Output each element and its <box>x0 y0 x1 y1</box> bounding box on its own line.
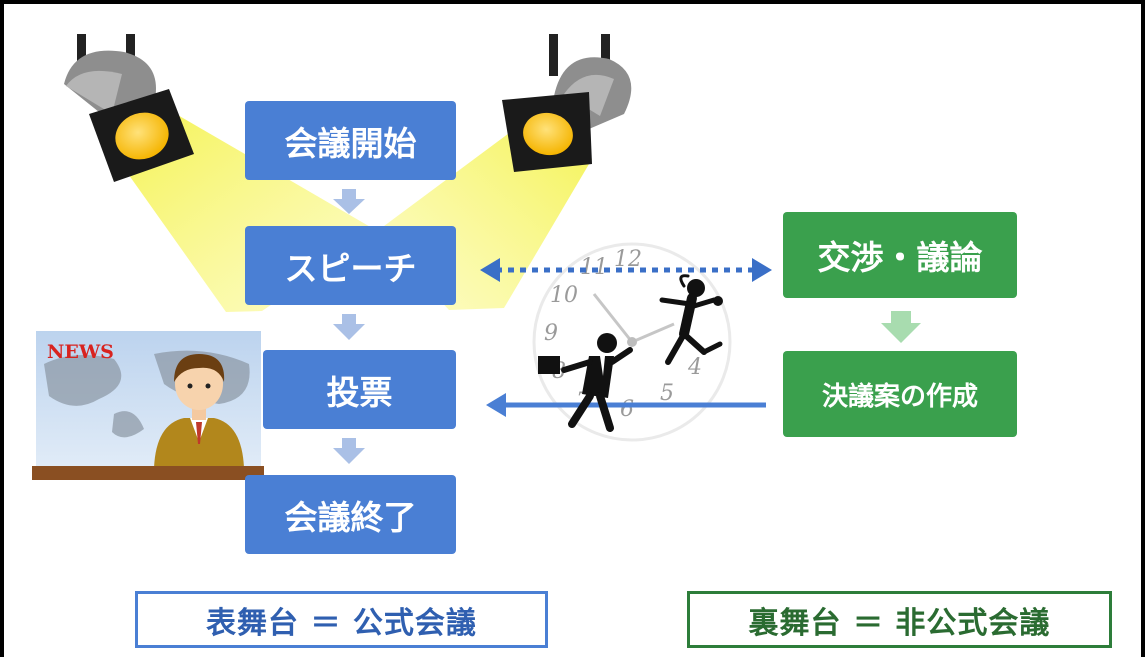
public-flow-arrows <box>333 189 365 464</box>
step-meeting-end: 会議終了 <box>245 475 456 554</box>
svg-text:10: 10 <box>550 283 578 308</box>
private-flow-arrow <box>881 311 921 343</box>
step-negotiation: 交渉・議論 <box>783 212 1017 298</box>
newscaster-icon <box>32 331 264 480</box>
clock-numerals: 12 11 10 9 8 7 6 5 4 <box>544 247 702 422</box>
step-speech: スピーチ <box>245 226 456 305</box>
news-logo: NEWS <box>47 341 114 363</box>
resolution-to-vote-arrow <box>486 393 766 417</box>
spotlight-right-icon <box>502 34 632 172</box>
businessman-running-icon <box>538 333 633 432</box>
legend-public-stage: 表舞台 ＝ 公式会議 <box>135 591 548 648</box>
svg-text:6: 6 <box>620 397 634 422</box>
legend-backstage: 裏舞台 ＝ 非公式会議 <box>687 591 1112 648</box>
spotlight-left-icon <box>64 34 194 182</box>
step-vote: 投票 <box>263 350 456 429</box>
clock-icon <box>532 242 732 442</box>
svg-text:5: 5 <box>660 381 674 406</box>
woman-running-icon <box>659 274 723 365</box>
step-meeting-start: 会議開始 <box>245 101 456 180</box>
negotiation-link-arrow <box>480 258 772 282</box>
diagram-artwork: 12 11 10 9 8 7 6 5 4 <box>32 34 921 480</box>
svg-text:4: 4 <box>687 355 702 380</box>
svg-text:9: 9 <box>544 321 558 346</box>
step-draft-resolution: 決議案の作成 <box>783 351 1017 437</box>
